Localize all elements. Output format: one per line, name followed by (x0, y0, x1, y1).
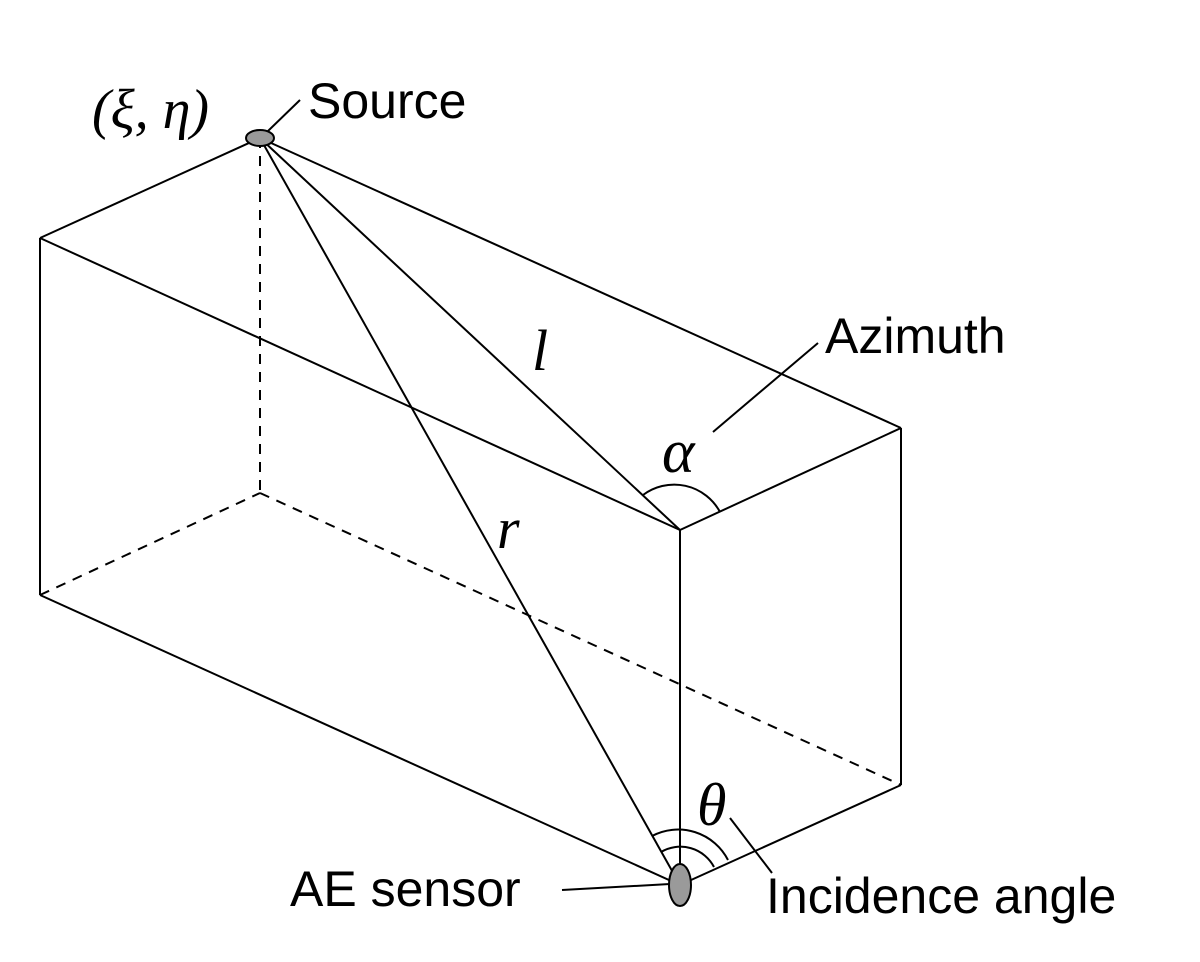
azimuth-leader (712, 342, 819, 433)
incidence-arc-outer (651, 828, 729, 861)
top-back-edge (259, 137, 902, 429)
path-r-line (259, 137, 681, 886)
theta-symbol: θ (697, 772, 726, 838)
sensor-marker (668, 863, 692, 907)
source-leader (267, 99, 301, 132)
path-l-line (259, 137, 681, 531)
top-front-edge (39, 237, 681, 531)
azimuth-label: Azimuth (825, 308, 1006, 364)
l-symbol: l (532, 318, 548, 383)
source-marker (245, 129, 275, 147)
azimuth-arc (642, 483, 721, 513)
bottom-right-edge (679, 784, 902, 886)
box-hidden-edges (39, 138, 902, 786)
sensor-label: AE sensor (290, 861, 521, 917)
source-label: Source (308, 73, 466, 129)
bottom-front-edge (39, 594, 681, 886)
top-left-edge (39, 137, 261, 239)
hidden-bottom-back-edge (259, 492, 902, 786)
box-visible-edges (39, 137, 902, 886)
r-symbol: r (497, 496, 520, 561)
alpha-symbol: α (662, 418, 696, 486)
incidence-arc-inner (660, 845, 715, 868)
incidence-angle-label: Incidence angle (766, 868, 1116, 924)
incidence-leader (729, 817, 773, 874)
top-right-edge (679, 427, 902, 531)
sensor-leader (561, 883, 671, 891)
hidden-bottom-left-edge (39, 492, 261, 596)
source-coordinates-label: (ξ, η) (92, 79, 209, 141)
